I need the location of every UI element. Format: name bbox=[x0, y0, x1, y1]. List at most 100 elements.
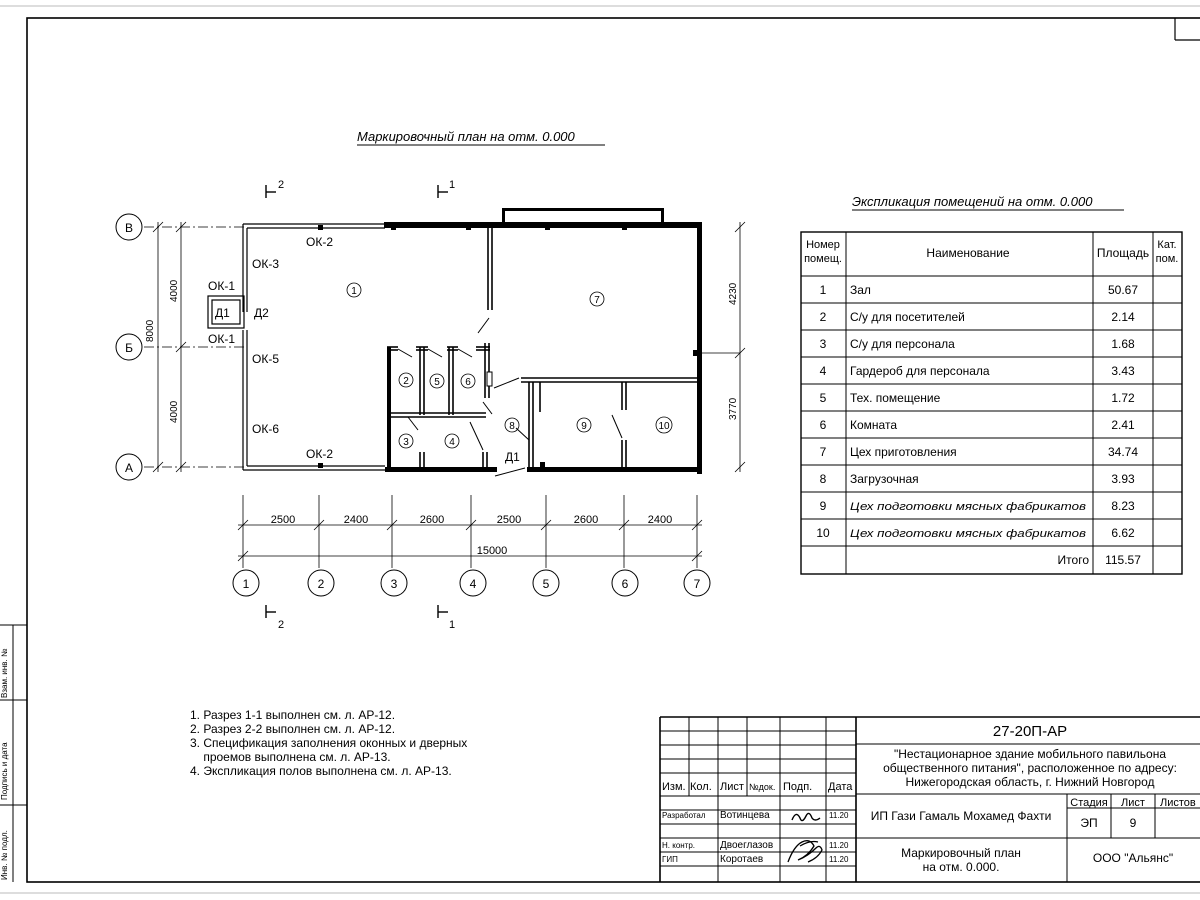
svg-text:Цех подготовки мясных фабрикат: Цех подготовки мясных фабрикатов bbox=[850, 501, 1086, 513]
svg-text:3: 3 bbox=[820, 337, 827, 351]
col-axis-6: 6 bbox=[611, 569, 639, 597]
bottom-dim-total: 15000 bbox=[477, 545, 508, 557]
svg-text:3: 3 bbox=[391, 577, 398, 591]
tb-drawing-title-2: на отм. 0.000. bbox=[923, 860, 1000, 874]
row-axis-B: Б bbox=[115, 333, 143, 361]
tb-col-podp: Подп. bbox=[783, 781, 812, 793]
svg-text:Тех. помещение: Тех. помещение bbox=[850, 391, 941, 405]
table-row-2: 2 С/у для посетителей 2.14 bbox=[820, 310, 1135, 324]
col-axis-2: 2 bbox=[307, 569, 335, 597]
svg-text:6: 6 bbox=[465, 377, 471, 388]
svg-text:5: 5 bbox=[820, 391, 827, 405]
ok1-top-label: ОК-1 bbox=[208, 279, 235, 293]
left-dim-total: 8000 bbox=[145, 319, 156, 342]
svg-text:Цех приготовления: Цех приготовления bbox=[850, 445, 957, 459]
room-marker-4: 4 bbox=[444, 433, 460, 449]
table-row-6: 6 Комната 2.41 bbox=[820, 418, 1135, 432]
d2-label: Д2 bbox=[254, 306, 269, 320]
table-row-10: 10 Цех подготовки мясных фабрикатов 6.62 bbox=[816, 526, 1135, 540]
tb-role-1: Разработал bbox=[662, 811, 706, 820]
tb-project-line-1: "Нестационарное здание мобильного павиль… bbox=[894, 747, 1166, 761]
svg-text:1: 1 bbox=[243, 577, 250, 591]
svg-text:6.62: 6.62 bbox=[1111, 526, 1135, 540]
table-header-area: Площадь bbox=[1097, 246, 1149, 260]
svg-text:9: 9 bbox=[820, 499, 827, 513]
title-block-grid bbox=[659, 716, 1200, 882]
plan-title: Маркировочный план на отм. 0.000 bbox=[357, 129, 576, 144]
col-axis-3: 3 bbox=[380, 569, 408, 597]
left-dim-top: 4000 bbox=[169, 279, 180, 302]
solid-walls bbox=[384, 208, 702, 474]
room-marker-1: 1 bbox=[346, 282, 362, 298]
svg-text:34.74: 34.74 bbox=[1108, 445, 1138, 459]
section-2-bottom-label: 2 bbox=[278, 619, 284, 631]
svg-text:9: 9 bbox=[581, 421, 587, 432]
col-axis-5: 5 bbox=[532, 569, 560, 597]
explication-table bbox=[800, 231, 1183, 575]
ok2-top-label: ОК-2 bbox=[306, 235, 333, 249]
table-row-3: 3 С/у для персонала 1.68 bbox=[820, 337, 1135, 351]
svg-text:4: 4 bbox=[449, 437, 455, 448]
tb-sheets-label: Листов bbox=[1160, 797, 1196, 809]
room-marker-3: 3 bbox=[398, 433, 414, 449]
columns bbox=[318, 225, 698, 468]
tb-name-3: Коротаев bbox=[720, 854, 763, 865]
svg-text:2.14: 2.14 bbox=[1111, 310, 1135, 324]
interior-walls bbox=[387, 228, 699, 467]
svg-text:10: 10 bbox=[658, 421, 670, 432]
tb-drawing-title-1: Маркировочный план bbox=[901, 846, 1021, 860]
side-stamp bbox=[0, 624, 27, 882]
row-axis-V-label: В bbox=[125, 221, 133, 235]
tb-date-3: 11.20 bbox=[829, 855, 849, 864]
signature-votintseva bbox=[791, 812, 821, 822]
side-stamp-inv: Инв. № подл. bbox=[0, 830, 9, 880]
right-dim-bottom: 3770 bbox=[728, 397, 739, 420]
vestibule bbox=[207, 295, 245, 329]
bottom-dim-3: 2600 bbox=[420, 514, 444, 526]
table-row-1: 1 Зал 50.67 bbox=[820, 283, 1139, 297]
tb-client: ИП Гази Гамаль Мохамед Фахти bbox=[871, 809, 1052, 823]
tb-code: 27-20П-АР bbox=[993, 723, 1067, 740]
note-1: 1. Разрез 1-1 выполнен см. л. АР-12. bbox=[190, 708, 396, 722]
ok1-bottom-label: ОК-1 bbox=[208, 332, 235, 346]
tb-col-data: Дата bbox=[828, 781, 853, 793]
tb-sheet-label: Лист bbox=[1121, 797, 1145, 809]
explication-title: Экспликация помещений на отм. 0.000 bbox=[852, 194, 1093, 209]
tb-stage-label: Стадия bbox=[1070, 797, 1108, 809]
door-swings bbox=[397, 317, 623, 477]
sheet-frame bbox=[0, 5, 1200, 894]
room-marker-2: 2 bbox=[398, 372, 414, 388]
room-marker-10: 10 bbox=[655, 416, 673, 434]
bottom-dim-6: 2400 bbox=[648, 514, 672, 526]
room-marker-5: 5 bbox=[429, 373, 445, 389]
svg-text:7: 7 bbox=[820, 445, 827, 459]
ok6-label: ОК-6 bbox=[252, 422, 279, 436]
note-3-cont: проемов выполнена см. л. АР-13. bbox=[190, 750, 391, 764]
tb-stage: ЭП bbox=[1080, 816, 1097, 830]
tb-project-line-3: Нижегородская область, г. Нижний Новгоро… bbox=[906, 775, 1155, 789]
svg-text:5: 5 bbox=[543, 577, 550, 591]
room-marker-6: 6 bbox=[460, 373, 476, 389]
table-header-cat: Кат.пом. bbox=[1156, 239, 1179, 265]
svg-text:6: 6 bbox=[820, 418, 827, 432]
d1-left-label: Д1 bbox=[215, 306, 230, 320]
table-row-5: 5 Тех. помещение 1.72 bbox=[820, 391, 1135, 405]
table-header-num-text: Номер bbox=[806, 239, 840, 251]
left-dim-bottom: 4000 bbox=[169, 400, 180, 423]
tb-name-1: Вотинцева bbox=[720, 810, 770, 821]
svg-text:50.67: 50.67 bbox=[1108, 283, 1138, 297]
svg-text:Загрузочная: Загрузочная bbox=[850, 472, 919, 486]
ok2-bottom-label: ОК-2 bbox=[306, 447, 333, 461]
table-total-value: 115.57 bbox=[1105, 553, 1141, 567]
svg-text:8.23: 8.23 bbox=[1111, 499, 1135, 513]
svg-text:1.72: 1.72 bbox=[1111, 391, 1135, 405]
side-stamp-podp: Подпись и дата bbox=[0, 742, 9, 800]
bottom-dim-2: 2400 bbox=[344, 514, 368, 526]
d1-bottom-label: Д1 bbox=[505, 450, 520, 464]
section-marks bbox=[265, 185, 448, 618]
table-header-name: Наименование bbox=[926, 246, 1010, 260]
col-axis-4: 4 bbox=[459, 569, 487, 597]
tb-sheet: 9 bbox=[1130, 816, 1137, 830]
